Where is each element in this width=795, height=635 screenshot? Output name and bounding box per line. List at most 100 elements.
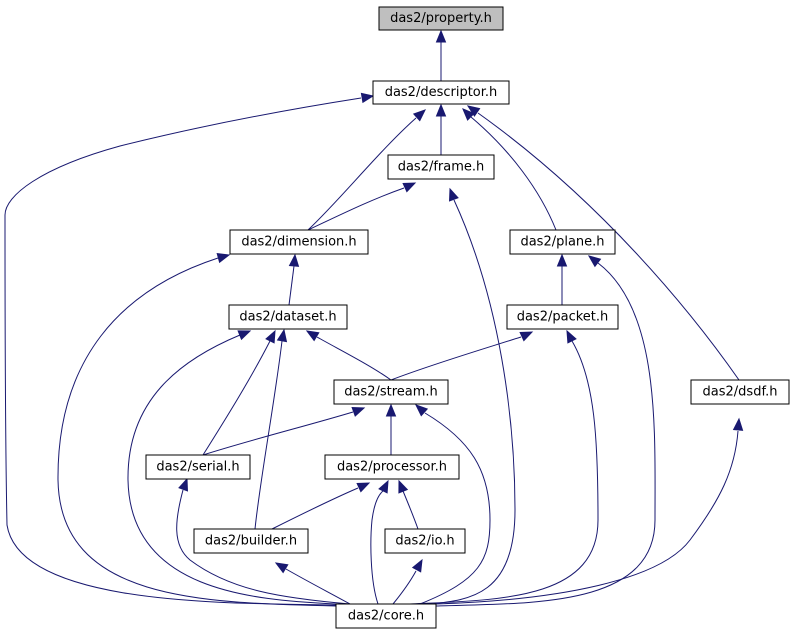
node-label: das2/dsdf.h xyxy=(703,385,778,400)
node-plane[interactable]: das2/plane.h xyxy=(509,229,616,255)
arrowhead-icon xyxy=(351,407,366,417)
node-label: das2/property.h xyxy=(390,11,492,26)
edge-dataset-to-dimension xyxy=(288,253,300,306)
edge-line xyxy=(307,117,417,231)
arrowhead-icon xyxy=(415,404,429,417)
edge-core-to-processor xyxy=(370,479,389,605)
edge-line xyxy=(57,257,337,607)
edge-line xyxy=(202,340,271,456)
edge-core-to-descriptor xyxy=(4,92,375,606)
node-processor[interactable]: das2/processor.h xyxy=(324,454,460,480)
node-core[interactable]: das2/core.h xyxy=(335,603,437,629)
arrowhead-icon xyxy=(276,328,288,343)
node-builder[interactable]: das2/builder.h xyxy=(193,528,309,554)
arrowhead-icon xyxy=(587,255,602,268)
arrowhead-icon xyxy=(449,187,459,202)
edge-plane-to-descriptor xyxy=(462,108,557,231)
edge-core-to-frame xyxy=(429,187,516,605)
edge-line xyxy=(288,265,295,306)
node-label: das2/frame.h xyxy=(398,160,485,175)
arrowhead-icon xyxy=(237,330,252,341)
edge-frame-to-descriptor xyxy=(435,103,447,155)
node-label: das2/serial.h xyxy=(156,460,239,475)
node-dsdf[interactable]: das2/dsdf.h xyxy=(690,379,790,405)
arrowhead-icon xyxy=(178,477,188,492)
edge-line xyxy=(202,411,354,456)
arrowhead-icon xyxy=(462,108,475,121)
edge-line xyxy=(429,199,516,605)
node-io[interactable]: das2/io.h xyxy=(384,528,466,554)
node-packet[interactable]: das2/packet.h xyxy=(506,304,619,330)
edge-line xyxy=(4,97,362,606)
node-property: das2/property.h xyxy=(378,6,504,31)
edge-line xyxy=(271,487,359,530)
node-dataset[interactable]: das2/dataset.h xyxy=(228,304,348,330)
arrowhead-icon xyxy=(412,109,426,122)
node-box xyxy=(333,379,449,405)
arrowhead-icon xyxy=(216,252,231,264)
node-box xyxy=(384,528,466,554)
edge-line xyxy=(127,334,337,605)
arrowhead-icon xyxy=(435,103,447,117)
edge-dsdf-to-descriptor xyxy=(466,105,740,381)
node-box xyxy=(387,154,495,180)
edge-core-to-dsdf xyxy=(435,417,744,605)
edge-core-to-dimension xyxy=(57,252,337,607)
node-box xyxy=(335,603,437,629)
edge-packet-to-plane xyxy=(556,253,568,305)
node-label: das2/dataset.h xyxy=(239,310,336,325)
edge-builder-to-dataset xyxy=(254,328,288,530)
arrowhead-icon xyxy=(378,479,389,494)
node-serial[interactable]: das2/serial.h xyxy=(145,454,251,480)
edge-line xyxy=(435,430,739,605)
node-stream[interactable]: das2/stream.h xyxy=(333,379,449,405)
node-label: das2/io.h xyxy=(395,534,454,549)
arrowhead-icon xyxy=(398,479,409,494)
edge-layer xyxy=(4,29,744,607)
edge-descriptor-to-property xyxy=(435,29,447,81)
edge-line xyxy=(419,412,491,605)
node-box xyxy=(228,304,348,330)
node-box xyxy=(378,6,504,31)
edge-serial-to-dataset xyxy=(202,329,276,456)
node-label: das2/plane.h xyxy=(520,235,604,250)
node-label: das2/processor.h xyxy=(337,460,447,475)
node-label: das2/core.h xyxy=(348,609,424,624)
node-frame[interactable]: das2/frame.h xyxy=(387,154,495,180)
node-label: das2/packet.h xyxy=(517,310,609,325)
edge-core-to-stream xyxy=(415,404,491,605)
edge-line xyxy=(390,336,522,381)
node-box xyxy=(690,379,790,405)
edge-dimension-to-descriptor xyxy=(307,109,426,231)
arrowhead-icon xyxy=(305,330,320,342)
edge-core-to-serial xyxy=(176,477,351,605)
node-label: das2/builder.h xyxy=(205,534,297,549)
arrowhead-icon xyxy=(274,562,289,574)
node-box xyxy=(324,454,460,480)
edge-line xyxy=(435,262,656,607)
edge-line xyxy=(307,187,405,231)
edge-line xyxy=(176,489,351,605)
arrowhead-icon xyxy=(360,92,375,104)
node-box xyxy=(509,229,616,255)
node-descriptor[interactable]: das2/descriptor.h xyxy=(372,80,510,105)
node-label: das2/dimension.h xyxy=(241,235,356,250)
edge-core-to-plane xyxy=(435,255,656,607)
arrowhead-icon xyxy=(556,253,568,267)
edge-line xyxy=(402,490,419,530)
arrowhead-icon xyxy=(265,329,276,344)
node-box xyxy=(506,304,619,330)
arrowhead-icon xyxy=(385,403,397,417)
arrowhead-icon xyxy=(732,417,744,431)
node-layer: das2/property.h das2/descriptor.h das2/fra… xyxy=(145,6,790,629)
node-label: das2/descriptor.h xyxy=(385,85,498,100)
edge-line xyxy=(470,116,557,231)
node-box xyxy=(372,80,510,105)
arrowhead-icon xyxy=(411,558,423,573)
node-box xyxy=(229,229,369,255)
arrowhead-icon xyxy=(288,253,300,267)
edge-line xyxy=(370,490,384,605)
node-dimension[interactable]: das2/dimension.h xyxy=(229,229,369,255)
node-box xyxy=(193,528,309,554)
